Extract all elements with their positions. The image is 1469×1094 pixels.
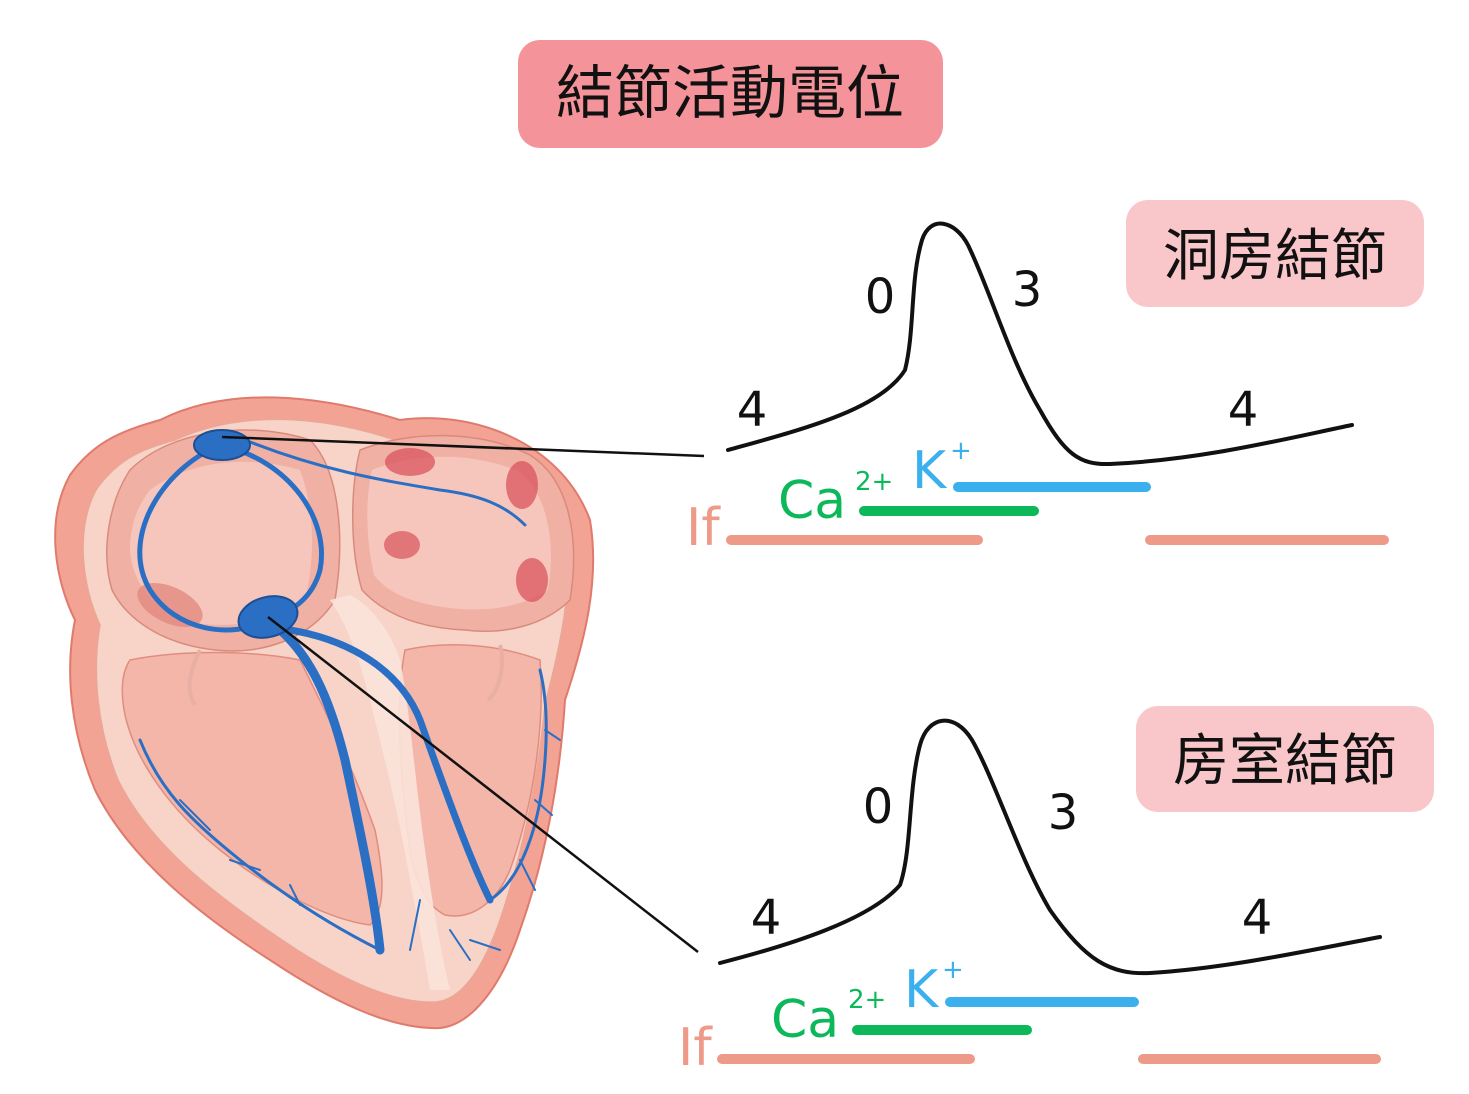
av-k-label: K — [904, 960, 940, 1020]
mitral-valve — [486, 644, 504, 702]
av-phase-0-label: 0 — [863, 779, 894, 835]
sa-node-action-potential: 0 3 4 4 If Ca 2+ K + — [686, 221, 1389, 558]
right-atrium-lumen — [130, 461, 312, 625]
av-node-trace — [718, 718, 1382, 976]
sa-k-label: K — [912, 441, 948, 501]
sa-phase-4-right-label: 4 — [1228, 382, 1259, 438]
pulmonary-vein-3 — [384, 531, 420, 559]
av-phase-4-left-label: 4 — [751, 890, 782, 946]
conduction-system — [137, 438, 561, 961]
sa-if-label: If — [686, 498, 721, 558]
sa-ca-label: Ca — [778, 471, 846, 531]
sa-ca-charge: 2+ — [855, 467, 893, 497]
av-k-charge: + — [942, 955, 964, 985]
av-node-label: 房室結節 — [1173, 729, 1397, 794]
av-phase-4-right-label: 4 — [1242, 890, 1273, 946]
sa-node-trace — [726, 221, 1354, 467]
sa-node-connector — [221, 435, 705, 458]
sa-node-icon — [193, 429, 251, 461]
sa-phase-0-label: 0 — [865, 269, 896, 325]
left-atrium-lumen — [367, 456, 551, 610]
av-if-label: If — [678, 1018, 713, 1078]
pulmonary-vein-2 — [506, 461, 538, 509]
sa-k-charge: + — [950, 436, 972, 466]
sa-node-label: 洞房結節 — [1163, 224, 1387, 289]
septum — [330, 595, 450, 990]
right-ventricle — [121, 651, 383, 926]
title-badge-bg — [518, 40, 943, 148]
av-node-badge: 房室結節 — [1136, 706, 1434, 812]
av-node-badge-bg — [1136, 706, 1434, 812]
av-node-action-potential: 0 3 4 4 If Ca 2+ K + — [678, 718, 1382, 1078]
av-ca-label: Ca — [771, 990, 839, 1050]
sa-node-badge-bg — [1126, 200, 1424, 307]
sa-phase-3-label: 3 — [1012, 262, 1043, 318]
sa-phase-4-left-label: 4 — [737, 382, 768, 438]
av-node-connector — [267, 616, 699, 953]
tricuspid-valve — [187, 649, 202, 707]
heart-illustration-icon — [54, 396, 595, 1030]
title-badge: 結節活動電位 — [518, 40, 943, 148]
av-phase-3-label: 3 — [1048, 785, 1079, 841]
pulmonary-vein-4 — [516, 558, 548, 602]
av-ca-charge: 2+ — [848, 985, 886, 1015]
page-title: 結節活動電位 — [556, 59, 904, 127]
sa-node-badge: 洞房結節 — [1126, 200, 1424, 307]
pulmonary-vein-1 — [385, 448, 435, 476]
